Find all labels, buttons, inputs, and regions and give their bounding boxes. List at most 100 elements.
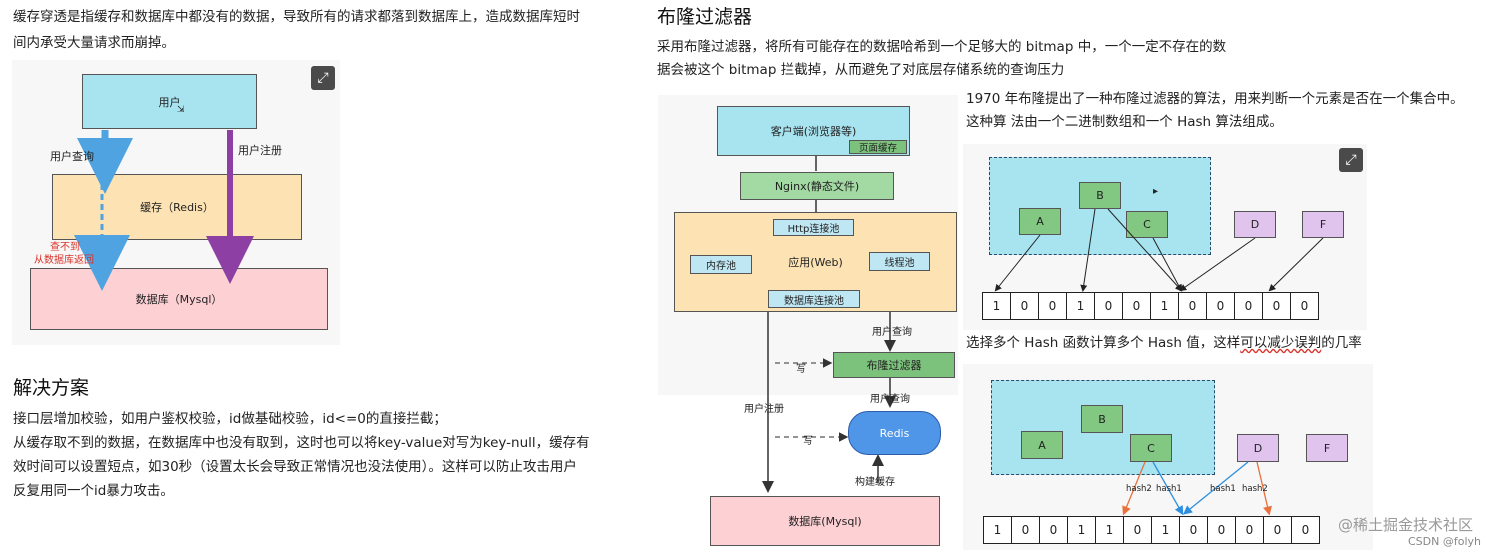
http-pool-box: Http连接池	[773, 219, 854, 236]
mysql-label: 数据库(Mysql)	[788, 515, 862, 528]
hash-arrows-top	[994, 208, 1324, 292]
bit-cell: 0	[1206, 292, 1235, 320]
architecture-diagram-canvas: 客户端(浏览器等) 页面缓存 Nginx(静态文件) 应用(Web) Http连…	[658, 95, 958, 550]
user-register-label-mid: 用户注册	[744, 404, 784, 415]
mysql-box: 数据库(Mysql)	[710, 496, 940, 546]
not-found-label-1: 查不到	[50, 242, 80, 253]
bottom-bit-array: 1 0 0 1 1 0 1 0 0 0 0 0	[983, 516, 1320, 544]
db-pool-label: 数据库连接池	[784, 295, 844, 307]
write-label-1: 写	[796, 364, 806, 375]
bit-cell: 0	[1178, 292, 1207, 320]
bit-cell: 0	[1038, 292, 1067, 320]
expand-icon[interactable]: ⤢	[1339, 148, 1363, 172]
bloom-filter-label: 布隆过滤器	[866, 359, 922, 372]
bit-cell: 0	[1207, 516, 1236, 544]
node-b-label: B	[1098, 412, 1106, 426]
nginx-label: Nginx(静态文件)	[774, 180, 860, 193]
bit-cell: 0	[1122, 292, 1151, 320]
thread-pool-label: 线程池	[884, 258, 915, 269]
watermark-line-2: CSDN @folyh	[1408, 535, 1481, 548]
node-a: A	[1019, 208, 1061, 235]
cache-penetration-diagram: ⤢ 用户 ⇲ 缓存（Redis） 数据库（Mysql） 用户查询 用户注册 查不…	[12, 60, 340, 345]
not-found-label-2: 从数据库返回	[34, 255, 94, 266]
bit-cell: 0	[1262, 292, 1291, 320]
redis-cylinder: Redis	[848, 411, 941, 455]
thread-pool-box: 线程池	[869, 252, 930, 271]
build-cache-label: 构建缓存	[855, 477, 895, 488]
bit-cell: 1	[1067, 516, 1096, 544]
user-query-label-2: 用户查询	[870, 394, 910, 405]
http-pool-label: Http连接池	[787, 224, 840, 235]
bit-cell: 1	[1095, 516, 1124, 544]
bit-cell: 1	[982, 292, 1011, 320]
solution-line-2: 从缓存取不到的数据，在数据库中也没有取到，这时也可以将key-value对写为k…	[13, 435, 590, 451]
cursor-icon: ⇲	[177, 105, 185, 115]
user-query-label-1: 用户查询	[872, 327, 912, 338]
bloom-filter-box: 布隆过滤器	[833, 352, 955, 378]
bit-cell: 0	[1179, 516, 1208, 544]
db-label: 数据库（Mysql）	[135, 293, 223, 306]
node-f-label: F	[1323, 441, 1331, 455]
node-c: C	[1126, 211, 1168, 238]
watermark-line-1: @稀土掘金技术社区	[1338, 516, 1474, 534]
bit-cell: 0	[1290, 292, 1319, 320]
bloom-single-hash-diagram: ⤢ A B C D F ▸ 1 0 0 1 0 0 1 0 0 0 0 0	[963, 144, 1367, 330]
intro-line-2: 间内承受大量请求而崩掉。	[13, 35, 175, 51]
mem-pool-label: 内存池	[706, 261, 736, 272]
multi-hash-text-underlined: 可以减少误判	[1240, 335, 1322, 351]
node-d: D	[1234, 211, 1276, 238]
node-d-2: D	[1237, 434, 1279, 462]
mem-pool-box: 内存池	[690, 255, 752, 274]
solution-title: 解决方案	[13, 377, 90, 399]
solution-line-1: 接口层增加校验，如用户鉴权校验，id做基础校验，id<=0的直接拦截；	[13, 411, 447, 427]
node-b-label: B	[1096, 189, 1104, 202]
node-a-label: A	[1036, 215, 1044, 228]
cache-arrows	[74, 130, 254, 291]
bloom-desc-line-2: 据会被这个 bitmap 拦截掉，从而避免了对底层存储系统的查询压力	[657, 62, 1065, 78]
nginx-box: Nginx(静态文件)	[740, 172, 894, 200]
page-cache-box: 页面缓存	[849, 140, 907, 154]
multi-hash-text-post: 的几率	[1321, 335, 1362, 351]
node-b-2: B	[1081, 405, 1123, 433]
top-bit-array: 1 0 0 1 0 0 1 0 0 0 0 0	[982, 292, 1319, 320]
node-c-label: C	[1147, 441, 1155, 455]
solution-line-4: 反复用同一个id暴力攻击。	[13, 483, 174, 499]
bit-cell: 0	[1291, 516, 1320, 544]
bloom-title: 布隆过滤器	[657, 6, 753, 28]
hash-label-d-2: hash2	[1242, 484, 1268, 494]
node-c-label: C	[1143, 218, 1151, 231]
cursor-icon: ▸	[1153, 186, 1159, 197]
bloom-history-line-2: 这种算 法由一个二进制数组和一个 Hash 算法组成。	[966, 114, 1283, 130]
user-label: 用户	[158, 95, 181, 109]
node-b: B	[1079, 182, 1121, 209]
node-f: F	[1302, 211, 1344, 238]
bloom-multi-hash-diagram: A B C D F hash2 hash1 hash1 hash2 1 0 0 …	[963, 364, 1373, 550]
hash-label-c-2: hash2	[1126, 484, 1152, 494]
node-d-label: D	[1253, 441, 1263, 455]
user-box: 用户 ⇲	[82, 74, 257, 129]
hash-label-d-1: hash1	[1210, 484, 1236, 494]
client-label: 客户端(浏览器等)	[770, 125, 857, 138]
write-label-2: 写	[803, 436, 813, 447]
solution-line-3: 效时间可以设置短点，如30秒（设置太长会导致正常情况也没法使用）。这样可以防止攻…	[13, 459, 577, 475]
bit-cell: 0	[1123, 516, 1152, 544]
node-f-label: F	[1319, 218, 1327, 231]
architecture-lines	[762, 154, 896, 493]
node-a-2: A	[1021, 431, 1063, 459]
bit-cell: 1	[983, 516, 1012, 544]
bit-cell: 1	[1151, 516, 1180, 544]
bit-cell: 0	[1235, 516, 1264, 544]
bit-cell: 0	[1094, 292, 1123, 320]
expand-icon[interactable]: ⤢	[311, 66, 335, 90]
cache-label: 缓存（Redis）	[140, 201, 214, 214]
hash-label-c-1: hash1	[1156, 484, 1182, 494]
bloom-history-line-1: 1970 年布隆提出了一种布隆过滤器的算法，用来判断一个元素是否在一个集合中。	[966, 91, 1464, 107]
bit-cell: 0	[1234, 292, 1263, 320]
multi-hash-text-pre: 选择多个 Hash 函数计算多个 Hash 值，这样	[966, 335, 1241, 351]
intro-line-1: 缓存穿透是指缓存和数据库中都没有的数据，导致所有的请求都落到数据库上，造成数据库…	[13, 9, 580, 25]
app-label: 应用(Web)	[788, 256, 843, 269]
node-d-label: D	[1250, 218, 1260, 231]
bit-cell: 0	[1039, 516, 1068, 544]
node-c-2: C	[1130, 434, 1172, 462]
bit-cell: 0	[1011, 516, 1040, 544]
